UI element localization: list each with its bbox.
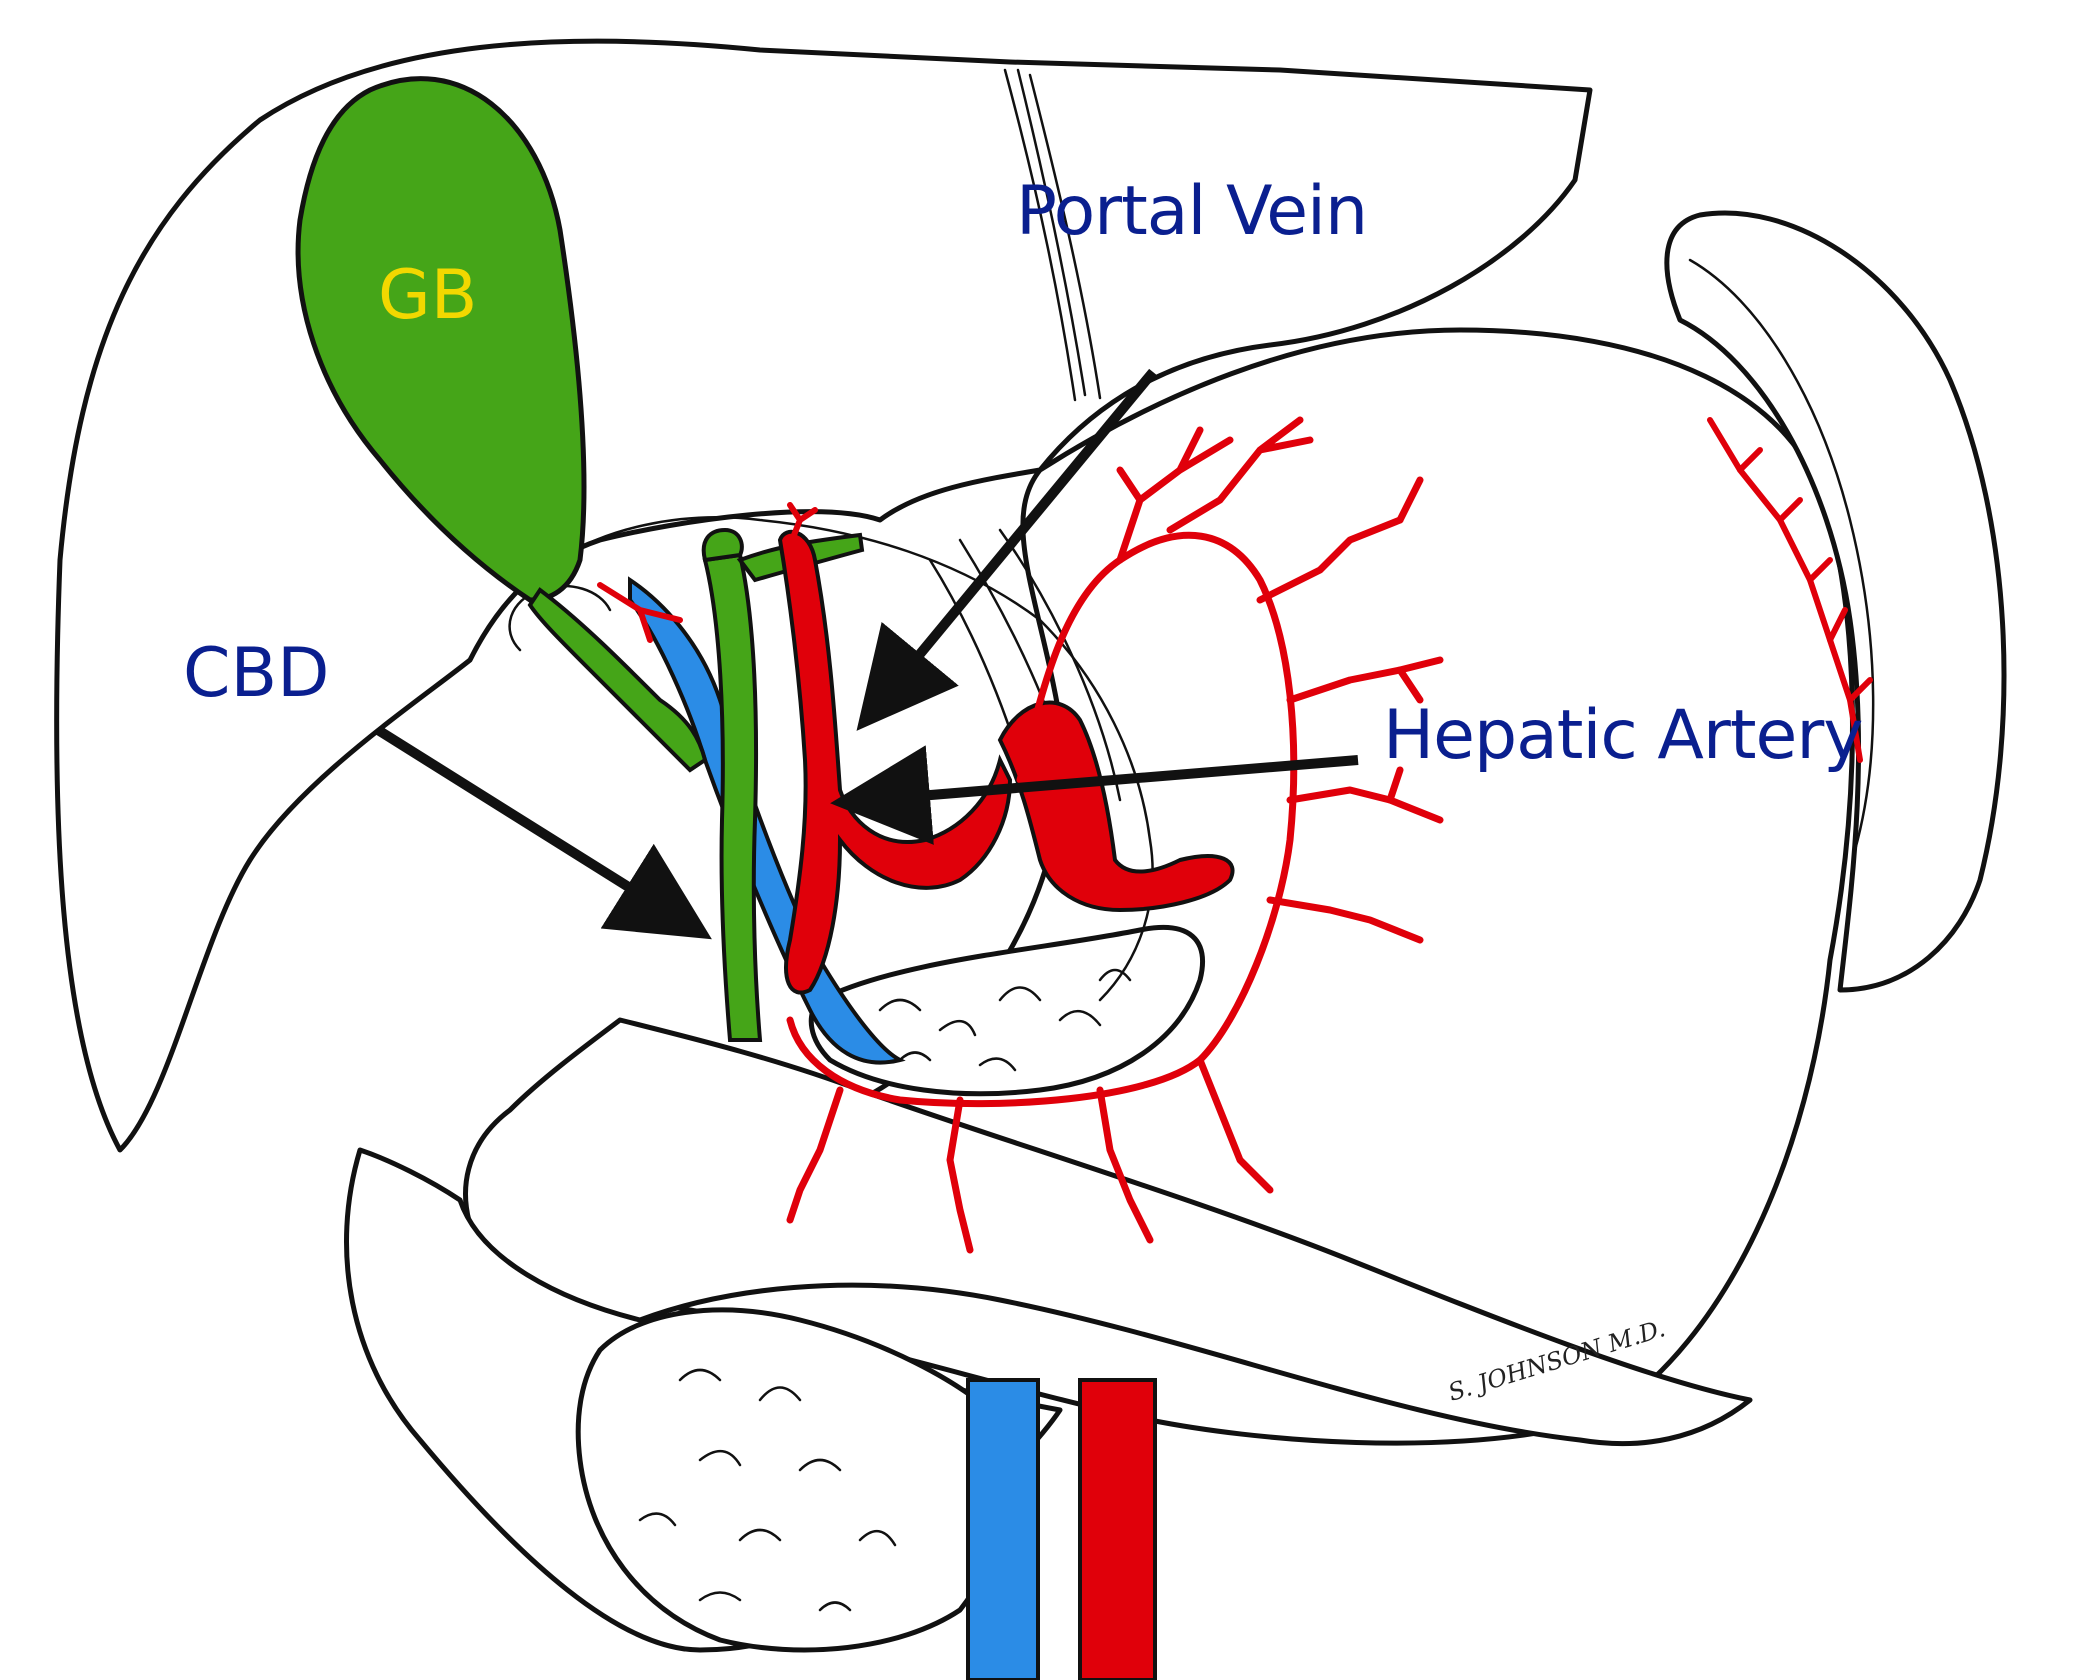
aorta-artery [1080,1380,1155,1680]
hepatic-artery [780,532,1010,993]
hepatic-artery-label: Hepatic Artery [1383,702,1863,770]
gb-label: GB [378,262,477,330]
cbd-label: CBD [183,640,330,708]
common-bile-duct [705,555,760,1040]
cbd-arrow [378,730,678,918]
ivc-vein [968,1380,1038,1680]
portal-vein-label: Portal Vein [1016,178,1367,246]
